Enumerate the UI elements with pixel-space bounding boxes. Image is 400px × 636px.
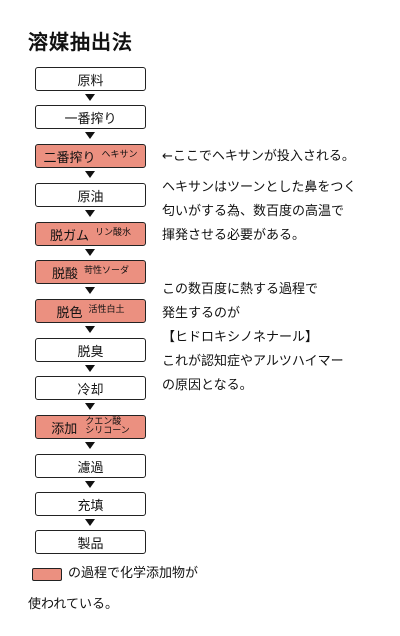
step-label: 脱臭 (77, 341, 103, 360)
down-arrow-icon (85, 481, 95, 488)
down-arrow-icon (85, 519, 95, 526)
step-additive-list: クエン酸 シリコーン (85, 418, 130, 437)
step-first-press: 一番搾り (35, 105, 146, 129)
step-bleaching: 脱色 活性白土 (35, 299, 146, 323)
step-additive: シリコーン (85, 427, 130, 436)
step-deodorization: 脱臭 (35, 338, 146, 362)
step-product: 製品 (35, 530, 146, 554)
heat-note: この数百度に熱する過程で 発生するのが 【ヒドロキシノネナール】 これが認知症や… (162, 278, 344, 398)
step-label: 充填 (77, 495, 103, 514)
step-filtration: 濾過 (35, 454, 146, 478)
step-degumming: 脱ガム リン酸水 (35, 222, 146, 246)
down-arrow-icon (85, 171, 95, 178)
legend-text-continued: 使われている。 (28, 594, 118, 616)
step-deacidification: 脱酸 苛性ソーダ (35, 260, 146, 284)
step-additives: 添加 クエン酸 シリコーン (35, 415, 146, 439)
down-arrow-icon (85, 210, 95, 217)
down-arrow-icon (85, 326, 95, 333)
down-arrow-icon (85, 365, 95, 372)
note-line: ヘキサンはツーンとした鼻をつく (162, 176, 356, 200)
down-arrow-icon (85, 403, 95, 410)
down-arrow-icon (85, 442, 95, 449)
note-line: 発生するのが (162, 302, 344, 326)
step-label: 二番搾り (43, 147, 95, 166)
step-label: 脱ガム (50, 225, 89, 244)
step-label: 脱色 (56, 302, 82, 321)
note-line: の原因となる。 (162, 374, 344, 398)
note-line: 【ヒドロキシノネナール】 (162, 326, 344, 350)
step-label: 冷却 (77, 379, 103, 398)
step-label: 脱酸 (52, 263, 78, 282)
step-label: 濾過 (77, 457, 103, 476)
down-arrow-icon (85, 132, 95, 139)
step-raw-material: 原料 (35, 67, 146, 91)
note-line: 匂いがする為、数百度の高温で (162, 200, 356, 224)
step-crude-oil: 原油 (35, 183, 146, 207)
step-filling: 充填 (35, 492, 146, 516)
legend-text: の過程で化学添加物が (68, 563, 198, 585)
step-label: 原料 (77, 70, 103, 89)
step-additive: 苛性ソーダ (84, 267, 129, 276)
step-additive: 活性白土 (89, 306, 125, 315)
note-line: 揮発させる必要がある。 (162, 224, 356, 248)
note-line: これが認知症やアルツハイマー (162, 350, 344, 374)
step-label: 一番搾り (64, 108, 116, 127)
step-cooling: 冷却 (35, 376, 146, 400)
legend-swatch (32, 568, 62, 581)
step-label: 添加 (51, 418, 77, 437)
step-additive: ヘキサン (102, 151, 138, 160)
diagram-title: 溶媒抽出法 (28, 26, 133, 55)
hexane-note: ヘキサンはツーンとした鼻をつく 匂いがする為、数百度の高温で 揮発させる必要があ… (162, 176, 356, 248)
down-arrow-icon (85, 249, 95, 256)
step-label: 原油 (77, 186, 103, 205)
step-second-press: 二番搾り ヘキサン (35, 144, 146, 168)
down-arrow-icon (85, 287, 95, 294)
step-additive: リン酸水 (95, 229, 131, 238)
down-arrow-icon (85, 94, 95, 101)
hexane-arrow-note: ←ここでヘキサンが投入される。 (162, 145, 355, 169)
step-label: 製品 (77, 533, 103, 552)
note-line: この数百度に熱する過程で (162, 278, 344, 302)
